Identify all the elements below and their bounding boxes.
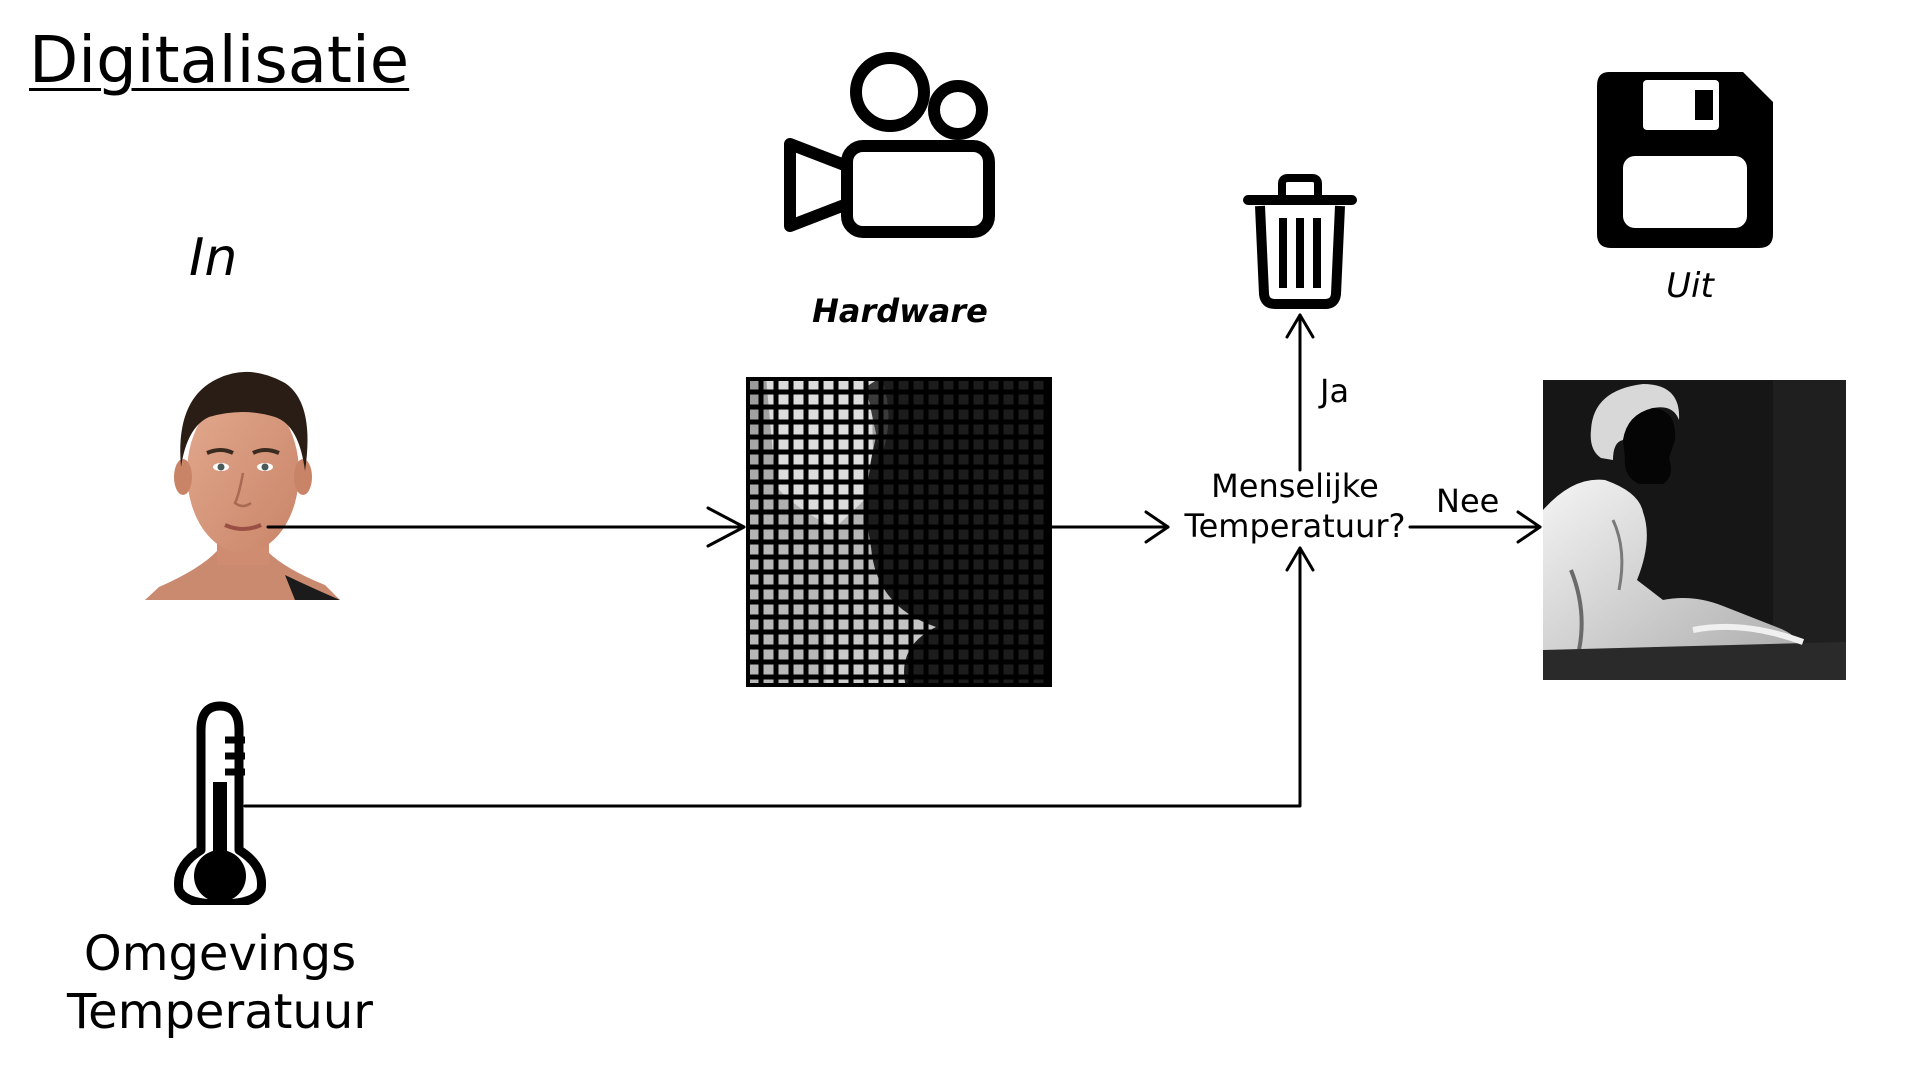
ambient-line-1: Omgevings <box>83 926 357 982</box>
ambient-temperature-label: Omgevings Temperatuur <box>60 925 380 1041</box>
arrowhead-decision-to-trash <box>1285 313 1315 339</box>
arrowhead-hardware-to-decision <box>1144 510 1170 544</box>
floppy-disk-icon <box>1597 72 1773 248</box>
decision-line-2: Temperatuur? <box>1184 507 1406 545</box>
decision-node: Menselijke Temperatuur? <box>1180 466 1410 546</box>
ambient-line-2: Temperatuur <box>67 984 373 1040</box>
thermometer-icon <box>173 701 267 905</box>
no-branch-label: Nee <box>1436 482 1500 520</box>
hardware-label: Hardware <box>812 292 988 330</box>
trash-icon <box>1243 174 1357 309</box>
yes-branch-label: Ja <box>1320 372 1350 410</box>
page-title: Digitalisatie <box>29 24 410 98</box>
input-label: In <box>189 228 238 288</box>
arrowhead-input-to-hardware <box>706 506 746 548</box>
sensor-pixel-grid <box>746 377 1052 687</box>
face-photo <box>145 371 340 600</box>
arrowhead-ambient-to-decision <box>1285 546 1315 572</box>
video-camera-icon <box>784 52 995 238</box>
decision-line-1: Menselijke <box>1211 467 1379 505</box>
thermal-output-image <box>1543 380 1846 680</box>
arrowhead-decision-to-output <box>1516 510 1542 544</box>
output-label: Uit <box>1666 266 1714 306</box>
